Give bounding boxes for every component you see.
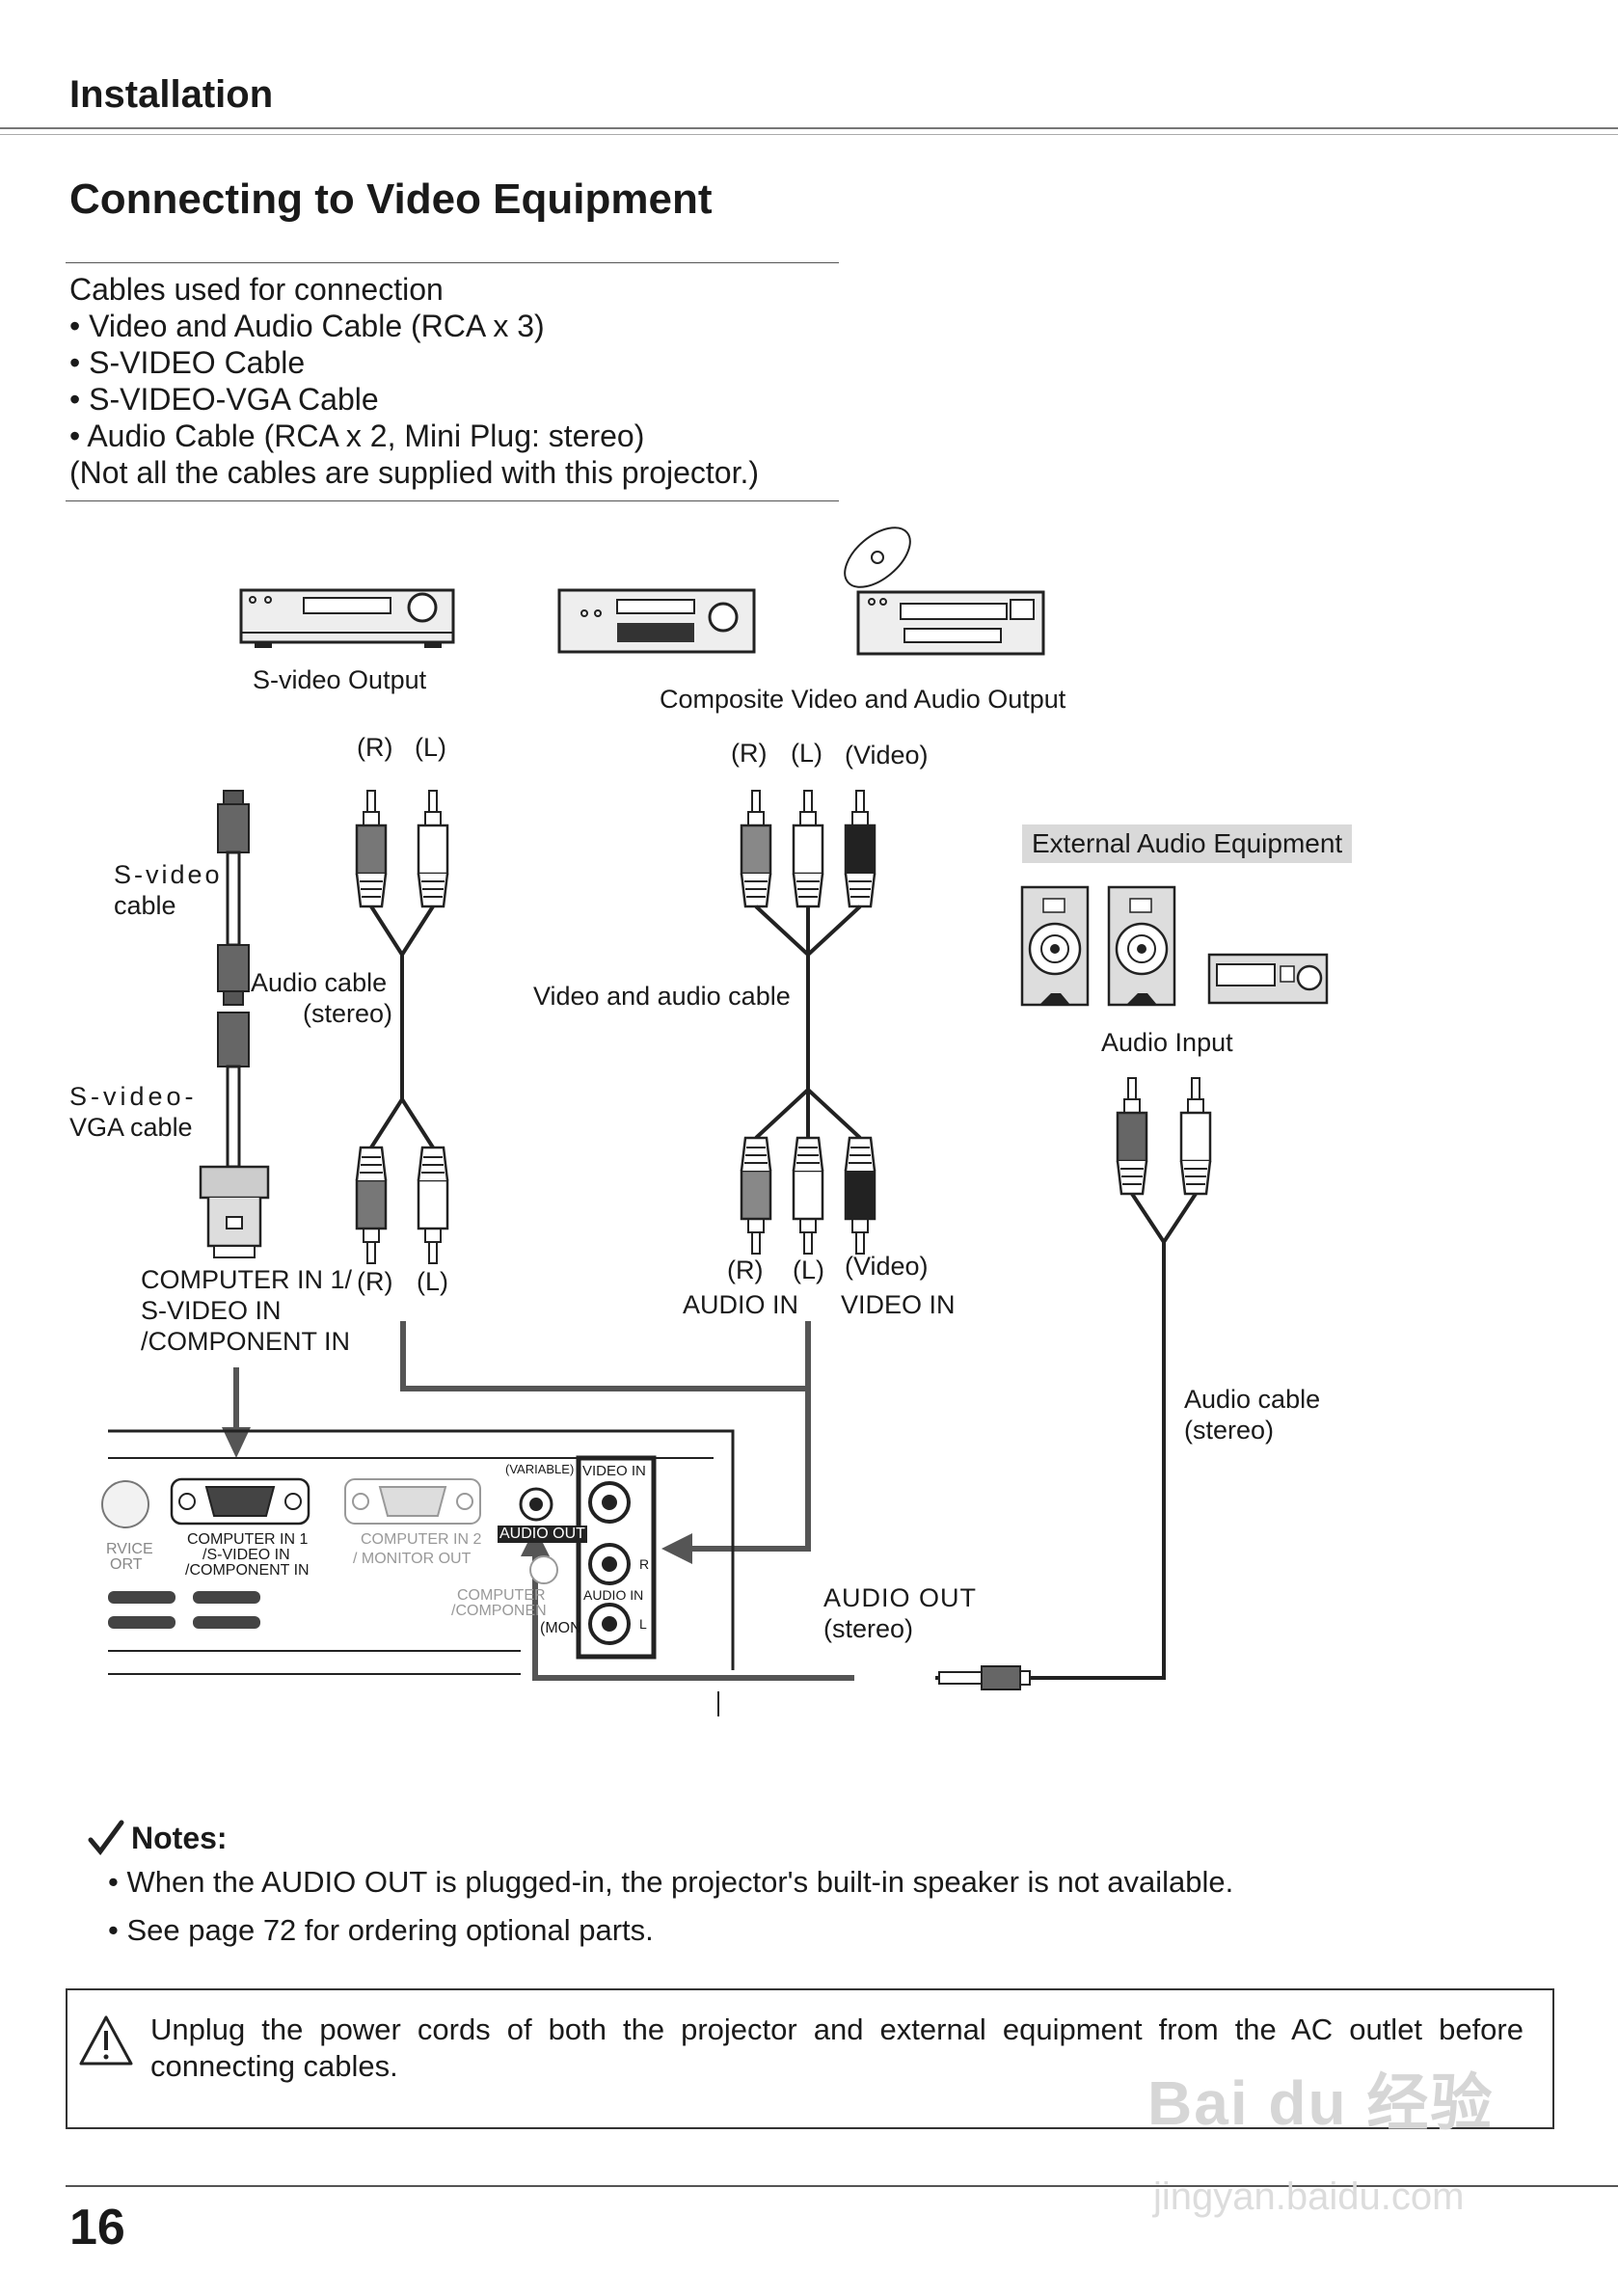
dvd-player-icon — [844, 527, 1045, 656]
video-audio-cable-label: Video and audio cable — [533, 982, 791, 1011]
audio-out-label: AUDIO OUT — [823, 1583, 978, 1612]
video-label: (Video) — [845, 741, 929, 770]
vcr-icon — [557, 588, 756, 654]
audio-cable-icon — [355, 789, 449, 1265]
panel-l-label: L — [639, 1616, 647, 1632]
cable-item: • S-VIDEO-VGA Cable — [69, 382, 379, 417]
svideo-output-label: S-video Output — [253, 665, 427, 694]
watermark-url: jingyan.baidu.com — [1153, 2175, 1465, 2218]
projector-panel — [101, 1429, 735, 1716]
audio-out-cable-icon — [935, 1076, 1212, 1690]
section-title: Installation — [69, 73, 274, 116]
panel-comp1-label: /S-VIDEO IN — [202, 1547, 290, 1563]
cables-note: (Not all the cables are supplied with th… — [69, 455, 760, 490]
panel-component-label: /COMPONEN — [451, 1603, 547, 1619]
l-label: (L) — [417, 1267, 448, 1296]
l-label: (L) — [415, 733, 446, 762]
cable-item: • S-VIDEO Cable — [69, 345, 306, 380]
audio-out-stereo-label: (stereo) — [823, 1614, 914, 1643]
external-audio-label: External Audio Equipment — [1022, 824, 1353, 863]
panel-comp2-label: COMPUTER IN 2 — [361, 1531, 482, 1548]
svga-cable-label: VGA cable — [69, 1113, 193, 1142]
r-label: (R) — [731, 739, 768, 768]
panel-audio-out-label: AUDIO OUT — [498, 1526, 587, 1543]
r-label: (R) — [357, 1267, 393, 1296]
note-item: • When the AUDIO OUT is plugged-in, the … — [108, 1865, 1234, 1899]
speaker-icon — [1107, 885, 1176, 1007]
notes-title: Notes: — [131, 1821, 228, 1855]
svga-cable-label: S-video- — [69, 1082, 198, 1111]
svideo-cable-label: S-video — [114, 860, 223, 889]
r-label: (R) — [727, 1256, 764, 1284]
page-title: Connecting to Video Equipment — [69, 176, 713, 223]
panel-comp2-label: / MONITOR OUT — [353, 1551, 472, 1567]
panel-service-label: RVICE — [106, 1541, 153, 1557]
svideo-cable-icon — [199, 790, 270, 1258]
audio-in-label: AUDIO IN — [683, 1290, 799, 1319]
panel-mon-label: (MON — [540, 1620, 581, 1636]
page-number: 16 — [69, 2200, 125, 2255]
warning-box — [66, 1988, 1554, 2129]
l-label: (L) — [791, 739, 822, 768]
footer-rule — [66, 2185, 1618, 2187]
note-item: • See page 72 for ordering optional part… — [108, 1913, 654, 1947]
svideo-player-icon — [239, 588, 455, 648]
warning-icon — [79, 2015, 133, 2066]
amplifier-icon — [1207, 953, 1329, 1005]
svideo-cable-label: cable — [114, 891, 176, 920]
computer-in-label: S-VIDEO IN — [141, 1296, 282, 1325]
cable-item: • Audio Cable (RCA x 2, Mini Plug: stere… — [69, 419, 645, 453]
audio-cable-stereo-label: Audio cable — [1184, 1385, 1321, 1414]
audio-cable-stereo-label: (stereo) — [1184, 1416, 1275, 1445]
speaker-icon — [1020, 885, 1090, 1007]
panel-variable-label: (VARIABLE) — [505, 1462, 575, 1476]
header-rule-thin — [0, 134, 1618, 135]
panel-comp1-label: /COMPONENT IN — [185, 1562, 310, 1579]
panel-r-label: R — [639, 1556, 650, 1572]
cables-heading: Cables used for connection — [69, 272, 444, 307]
warning-text: Unplug the power cords of both the proje… — [150, 2012, 1524, 2083]
audio-cable-label: (stereo) — [303, 999, 393, 1028]
connection-arrows — [222, 1321, 854, 1681]
panel-service-label: ORT — [110, 1556, 143, 1573]
panel-computer-label: COMPUTER — [457, 1587, 546, 1604]
computer-in-label: /COMPONENT IN — [141, 1327, 351, 1356]
cables-box: Cables used for connection • Video and A… — [66, 262, 839, 501]
check-icon — [88, 1820, 124, 1856]
panel-video-in-label: VIDEO IN — [582, 1463, 646, 1479]
video-label: (Video) — [845, 1252, 929, 1281]
l-label: (L) — [793, 1256, 824, 1284]
panel-comp1-label: COMPUTER IN 1 — [187, 1531, 309, 1548]
composite-output-label: Composite Video and Audio Output — [660, 685, 1066, 714]
header-rule — [0, 127, 1618, 129]
audio-cable-label: Audio cable — [251, 968, 388, 997]
cable-item: • Video and Audio Cable (RCA x 3) — [69, 309, 545, 343]
watermark-logo: Bai du 经验 — [1147, 2068, 1495, 2138]
r-label: (R) — [357, 733, 393, 762]
audio-input-label: Audio Input — [1101, 1028, 1233, 1057]
video-audio-cable-icon — [740, 789, 876, 1256]
video-in-label: VIDEO IN — [841, 1290, 956, 1319]
panel-audio-in-label: AUDIO IN — [583, 1587, 644, 1603]
computer-in-label: COMPUTER IN 1/ — [141, 1265, 353, 1294]
